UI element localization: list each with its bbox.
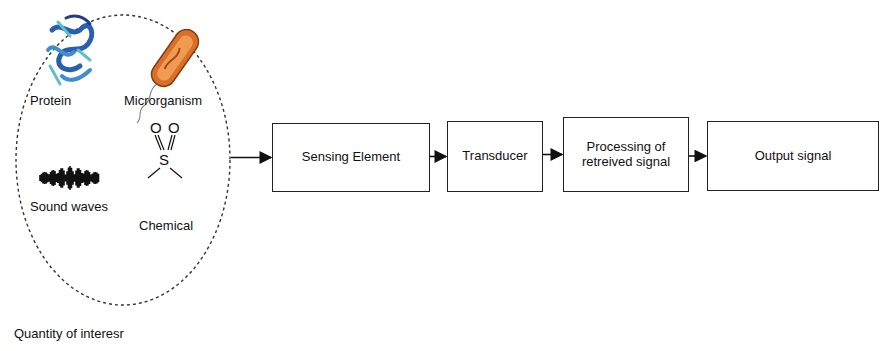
box-label: Processing of retreived signal (570, 140, 682, 170)
group-caption: Quantity of interesr (14, 326, 124, 341)
flow-arrow (430, 156, 446, 158)
dashed-ellipse (16, 15, 230, 305)
process-box: Sensing Element (272, 123, 430, 192)
box-label: Output signal (755, 149, 832, 164)
flow-arrow (543, 154, 562, 156)
protein-icon (48, 16, 92, 84)
item-label: Microrganism (124, 93, 202, 108)
atom-symbol: S (159, 151, 169, 168)
atom-symbol: O (150, 119, 162, 136)
item-label: Sound waves (30, 199, 108, 214)
chemical-bonds (148, 135, 182, 178)
process-box: Output signal (707, 121, 879, 191)
item-label: Protein (30, 93, 71, 108)
item-label: Chemical (139, 218, 193, 233)
flow-arrow (231, 157, 271, 159)
sound-wave-icon (40, 166, 99, 190)
microorganism-icon (122, 25, 203, 126)
process-box: Processing of retreived signal (563, 117, 689, 192)
box-label: Transducer (462, 149, 527, 164)
quantity-ellipse: Protein MicrorganismSound wavesChemicalQu… (0, 0, 240, 351)
flow-arrow (689, 155, 706, 157)
atom-symbol: O (168, 119, 180, 136)
process-box: Transducer (447, 121, 543, 192)
box-label: Sensing Element (302, 150, 400, 165)
